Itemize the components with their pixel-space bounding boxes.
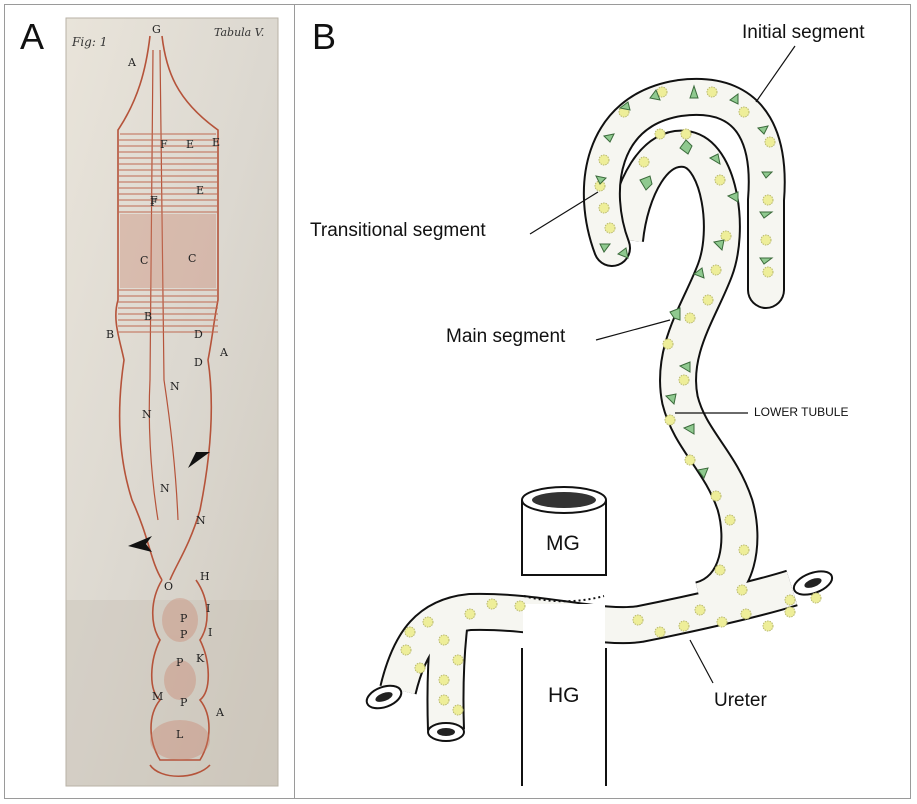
hindgut-neck bbox=[523, 604, 605, 648]
label-transitional-segment: Transitional segment bbox=[310, 220, 486, 242]
label-lower-tubule: LOWER TUBULE bbox=[754, 405, 848, 419]
hindgut-tube bbox=[522, 648, 606, 786]
label-hg: HG bbox=[548, 684, 580, 708]
midgut-lumen bbox=[532, 492, 596, 508]
label-initial-segment: Initial segment bbox=[742, 22, 865, 44]
label-ureter: Ureter bbox=[714, 690, 767, 712]
label-mg: MG bbox=[546, 532, 580, 556]
label-main-segment: Main segment bbox=[446, 326, 565, 348]
